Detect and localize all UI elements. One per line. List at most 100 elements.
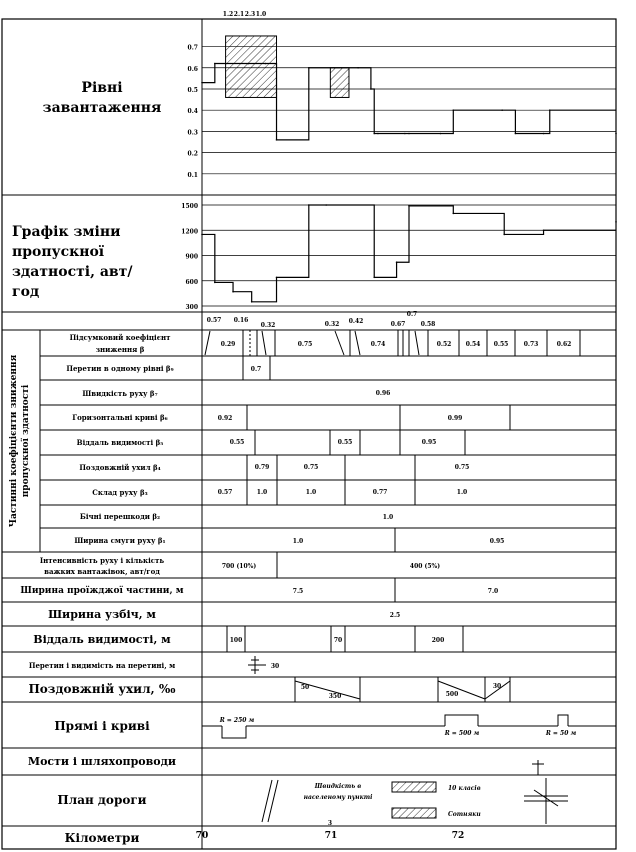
load-level-point (224, 62, 227, 65)
beta-total-value: 0.52 (437, 341, 452, 348)
capacity-point (452, 212, 455, 215)
intersections-label: Перетин і видимість на перетині, м (29, 661, 175, 670)
beta4-label: Поздовжній ухил β₄ (79, 463, 160, 472)
overload-area (329, 67, 350, 98)
load-level-line (202, 62, 616, 141)
plan-annotation-line-1: Швидкість в (314, 783, 361, 790)
load-level-point (514, 132, 517, 135)
capacity-point (250, 300, 253, 303)
beta3-value: 1.0 (257, 489, 267, 496)
capacity-title-line-2: пропускної (12, 244, 105, 260)
plan-label: План дороги (57, 793, 146, 807)
road-plan-drawing (261, 778, 568, 824)
load-level-point (542, 132, 545, 135)
km-value: 70 (196, 831, 209, 841)
partial-coefficients-section: Частинні коефіцієнти зниження пропускної… (2, 311, 616, 553)
capacity-point (542, 229, 545, 232)
load-level-point (404, 132, 406, 135)
load-level-point (201, 81, 203, 84)
curves-profile (202, 714, 616, 739)
beta-total-label-line-2: зниження β (96, 345, 145, 354)
beta-total-value: 0.54 (466, 341, 481, 348)
outer-frame (1, 18, 617, 850)
curves-label: Прямі і криві (54, 719, 150, 733)
load-level-point (275, 139, 278, 141)
plan-note: 3 (328, 820, 332, 827)
beta7-label: Швидкість руху β₇ (82, 389, 157, 398)
capacity-point (325, 204, 328, 206)
legend-swatch (391, 807, 437, 819)
beta4-value: 0.75 (455, 464, 470, 471)
load-level-point (615, 132, 617, 135)
beta2-value: 1.0 (383, 514, 393, 521)
beta-total-value: 0.75 (298, 341, 313, 348)
shoulder-label: Ширина узбіч, м (48, 608, 156, 621)
load-level-point (548, 109, 551, 111)
capacity-point (503, 233, 506, 236)
road-characteristics-rows: Інтенсивність руху і кількість важких ва… (2, 552, 616, 845)
load-level-point (264, 62, 267, 65)
capacity-chart (201, 204, 617, 303)
partial-coeffs-side-line-1: Частинні коефіцієнти зниження (9, 354, 19, 527)
beta9-label: Перетин в одному рівні β₉ (66, 364, 173, 373)
beta6-label: Горизонтальні криві β₆ (72, 413, 167, 422)
beta-total-value: 0.73 (524, 341, 539, 348)
shoulder-value: 2.5 (390, 612, 400, 619)
beta-total-top-value: 0.57 (207, 317, 222, 324)
load-level-point (370, 88, 372, 90)
capacity-title-line-1: Графік зміни (12, 224, 121, 240)
beta-total-top-value: 0.7 (407, 311, 417, 318)
load-tick-label: 0.5 (188, 87, 198, 94)
beta-total-top-value: 0.32 (261, 322, 276, 329)
curve-radius-label: R = 50 м (545, 730, 577, 737)
load-tick-label: 0.7 (188, 45, 198, 52)
carriageway-value: 7.5 (293, 588, 303, 595)
load-top-label: 2.3 (245, 11, 255, 18)
load-level-point (357, 66, 359, 69)
capacity-tick-label: 900 (185, 254, 198, 261)
beta3-value: 0.77 (373, 489, 388, 496)
intersection-symbol-icon (248, 656, 266, 674)
capacity-point (615, 221, 617, 223)
capacity-point (214, 281, 216, 284)
gradient-profile (294, 677, 511, 702)
beta-total-value: 0.62 (557, 341, 572, 348)
bridges-label: Мости і шляхопроводи (28, 755, 176, 768)
load-level-point (308, 66, 310, 69)
capacity-title-line-3: здатності, авт/ (12, 264, 133, 280)
visibility-label: Віддаль видимості, м (33, 633, 171, 646)
load-level-point (452, 109, 455, 111)
beta-total-value: 0.55 (494, 341, 509, 348)
beta3-label: Склад руху β₃ (92, 488, 147, 497)
load-level-point (247, 62, 250, 65)
intensity-value: 700 (10%) (222, 563, 257, 570)
km-value: 71 (325, 831, 338, 841)
beta5-label: Віддаль видимості β₅ (77, 438, 164, 447)
beta-total-value: 0.29 (221, 341, 236, 348)
load-tick-label: 0.4 (188, 108, 198, 115)
beta1-value: 0.95 (490, 538, 505, 545)
intensity-label-line-2: важких вантажівок, авт/год (44, 567, 160, 576)
capacity-point (373, 276, 376, 279)
beta-total-top-value: 0.42 (349, 318, 364, 325)
carriageway-label: Ширина проїжджої частини, м (20, 585, 183, 596)
capacity-tick-label: 300 (185, 304, 198, 311)
curve-radius-label: R = 500 м (444, 730, 480, 737)
load-tick-label: 0.1 (188, 172, 198, 179)
load-levels-title-line-1: Рівні (81, 80, 122, 96)
km-value: 72 (452, 831, 465, 841)
visibility-value: 70 (334, 637, 342, 644)
visibility-value: 100 (230, 637, 243, 644)
curve-radius-label: R = 250 м (219, 717, 255, 724)
capacity-tick-label: 1500 (181, 203, 198, 210)
overload-area (225, 35, 278, 98)
bridge-symbol-icon (532, 760, 544, 775)
beta4-value: 0.79 (255, 464, 270, 471)
beta-total-value: 0.74 (371, 341, 386, 348)
beta5-value: 0.55 (338, 439, 353, 446)
intensity-label-line-1: Інтенсивність руху і кількість (40, 556, 164, 565)
beta6-value: 0.92 (218, 415, 233, 422)
load-top-label: 1.0 (256, 11, 266, 18)
beta4-value: 0.75 (304, 464, 319, 471)
beta6-value: 0.99 (448, 415, 463, 422)
